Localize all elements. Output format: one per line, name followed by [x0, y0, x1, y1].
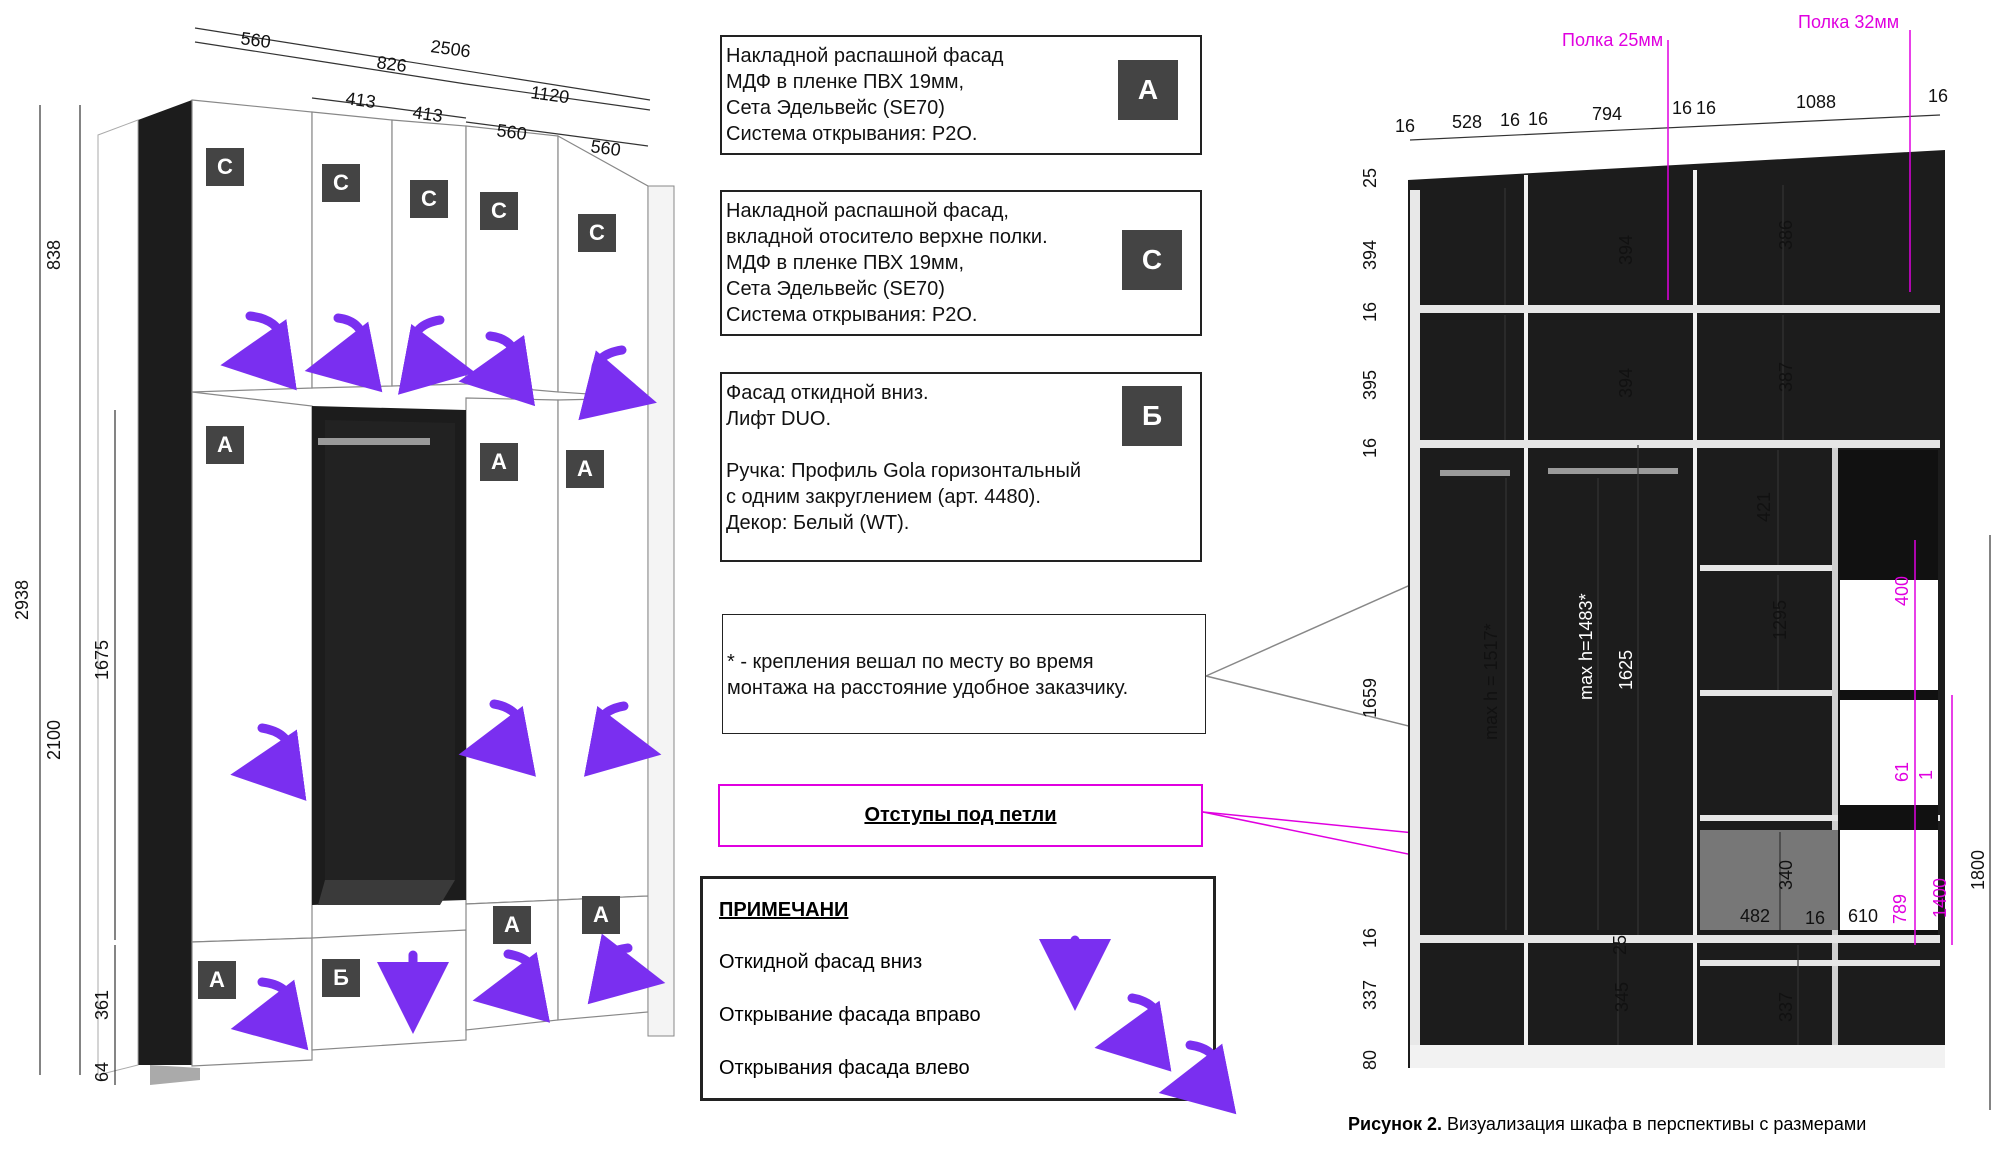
- dim-sub-1: 413: [344, 88, 377, 112]
- facade-c-badge: C: [1122, 230, 1182, 290]
- dim-width-1: 560: [239, 28, 272, 52]
- door-bot-1: [191, 937, 313, 1067]
- notes-title: ПРИМЕЧАНИ: [719, 899, 849, 921]
- door-badge-a: A: [582, 896, 620, 934]
- door-badge-a: A: [493, 906, 531, 944]
- open-right-arrow-icon: [230, 723, 307, 801]
- figure-caption-text: Визуализация шкафа в перспективы с разме…: [1441, 1114, 1867, 1134]
- open-right-arrow-icon: [230, 977, 309, 1051]
- dim-plinth-height: 64: [92, 1062, 112, 1082]
- door-top-3: [391, 119, 467, 387]
- door-badge-b: Б: [322, 959, 360, 997]
- hinge-offset-box: Отступы под петли: [718, 784, 1203, 847]
- dim-sub-3: 560: [495, 120, 528, 144]
- open-left-arrow-icon: [397, 315, 476, 395]
- dim-top-height: 838: [44, 240, 64, 270]
- door-badge-c: C: [410, 180, 448, 218]
- hinge-offset-label: Отступы под петли: [864, 804, 1057, 826]
- open-right-arrow-icon: [304, 313, 383, 393]
- notes-box: ПРИМЕЧАНИ Откидной фасад вниз Открывание…: [700, 876, 1216, 1101]
- dim-inner-height: 1675: [92, 640, 112, 680]
- dim-overall-width: 2506: [429, 36, 471, 61]
- facade-c-description: Накладной распашной фасад, вкладной отос…: [726, 200, 1048, 326]
- dim-total-height: 2938: [12, 580, 32, 620]
- facade-b-info-box: Фасад откидной вниз. Лифт DUO. Ручка: Пр…: [720, 372, 1202, 562]
- facade-a-description: Накладной распашной фасад МДФ в пленке П…: [726, 45, 1004, 145]
- door-badge-a: A: [566, 450, 604, 488]
- door-badge-a: A: [198, 961, 236, 999]
- open-left-arrow-icon: [583, 701, 662, 777]
- door-badge-c: C: [206, 148, 244, 186]
- figure-caption-number: Рисунок 2.: [1348, 1114, 1442, 1134]
- wardrobe-right-post: [647, 185, 675, 1037]
- open-left-arrow-icon: [587, 933, 666, 1005]
- door-badge-a: A: [206, 426, 244, 464]
- door-top-1: [191, 99, 313, 393]
- facade-c-info-box: Накладной распашной фасад, вкладной отос…: [720, 190, 1202, 336]
- dim-width-3: 1120: [529, 82, 570, 107]
- door-badge-c: C: [578, 214, 616, 252]
- facade-a-badge: A: [1118, 60, 1178, 120]
- door-mid-1: [191, 391, 313, 943]
- dim-width-2: 826: [375, 52, 408, 76]
- wardrobe-side-panel: [138, 100, 192, 1065]
- dim-sub-4: 560: [589, 136, 622, 160]
- note-open-right: Открывание фасада вправо: [719, 1004, 981, 1026]
- figure-caption: Рисунок 2. Визуализация шкафа в перспект…: [1348, 1114, 1866, 1135]
- dim-sub-2: 413: [411, 102, 444, 126]
- door-badge-c: C: [322, 164, 360, 202]
- facade-a-info-box: Накладной распашной фасад МДФ в пленке П…: [720, 35, 1202, 155]
- note-fold-down: Откидной фасад вниз: [719, 951, 923, 973]
- door-badge-c: C: [480, 192, 518, 230]
- open-right-arrow-icon: [458, 699, 537, 777]
- door-top-2: [311, 111, 393, 389]
- facade-b-description: Фасад откидной вниз. Лифт DUO. Ручка: Пр…: [726, 382, 1082, 534]
- mounting-note-box: * - крепления вешал по месту во время мо…: [722, 614, 1206, 734]
- hanging-rod: [318, 438, 430, 445]
- note-open-left: Открывания фасада влево: [719, 1057, 970, 1079]
- open-right-arrow-icon: [458, 331, 536, 407]
- open-right-arrow-icon: [472, 949, 551, 1023]
- dim-bottom-height: 361: [92, 990, 112, 1020]
- facade-b-badge: Б: [1122, 386, 1182, 446]
- door-badge-a: A: [480, 443, 518, 481]
- open-right-arrow-icon: [220, 311, 297, 391]
- open-left-arrow-icon: [578, 345, 657, 421]
- dim-mid-height: 2100: [44, 720, 64, 760]
- mounting-note-text: * - крепления вешал по месту во время мо…: [727, 651, 1129, 699]
